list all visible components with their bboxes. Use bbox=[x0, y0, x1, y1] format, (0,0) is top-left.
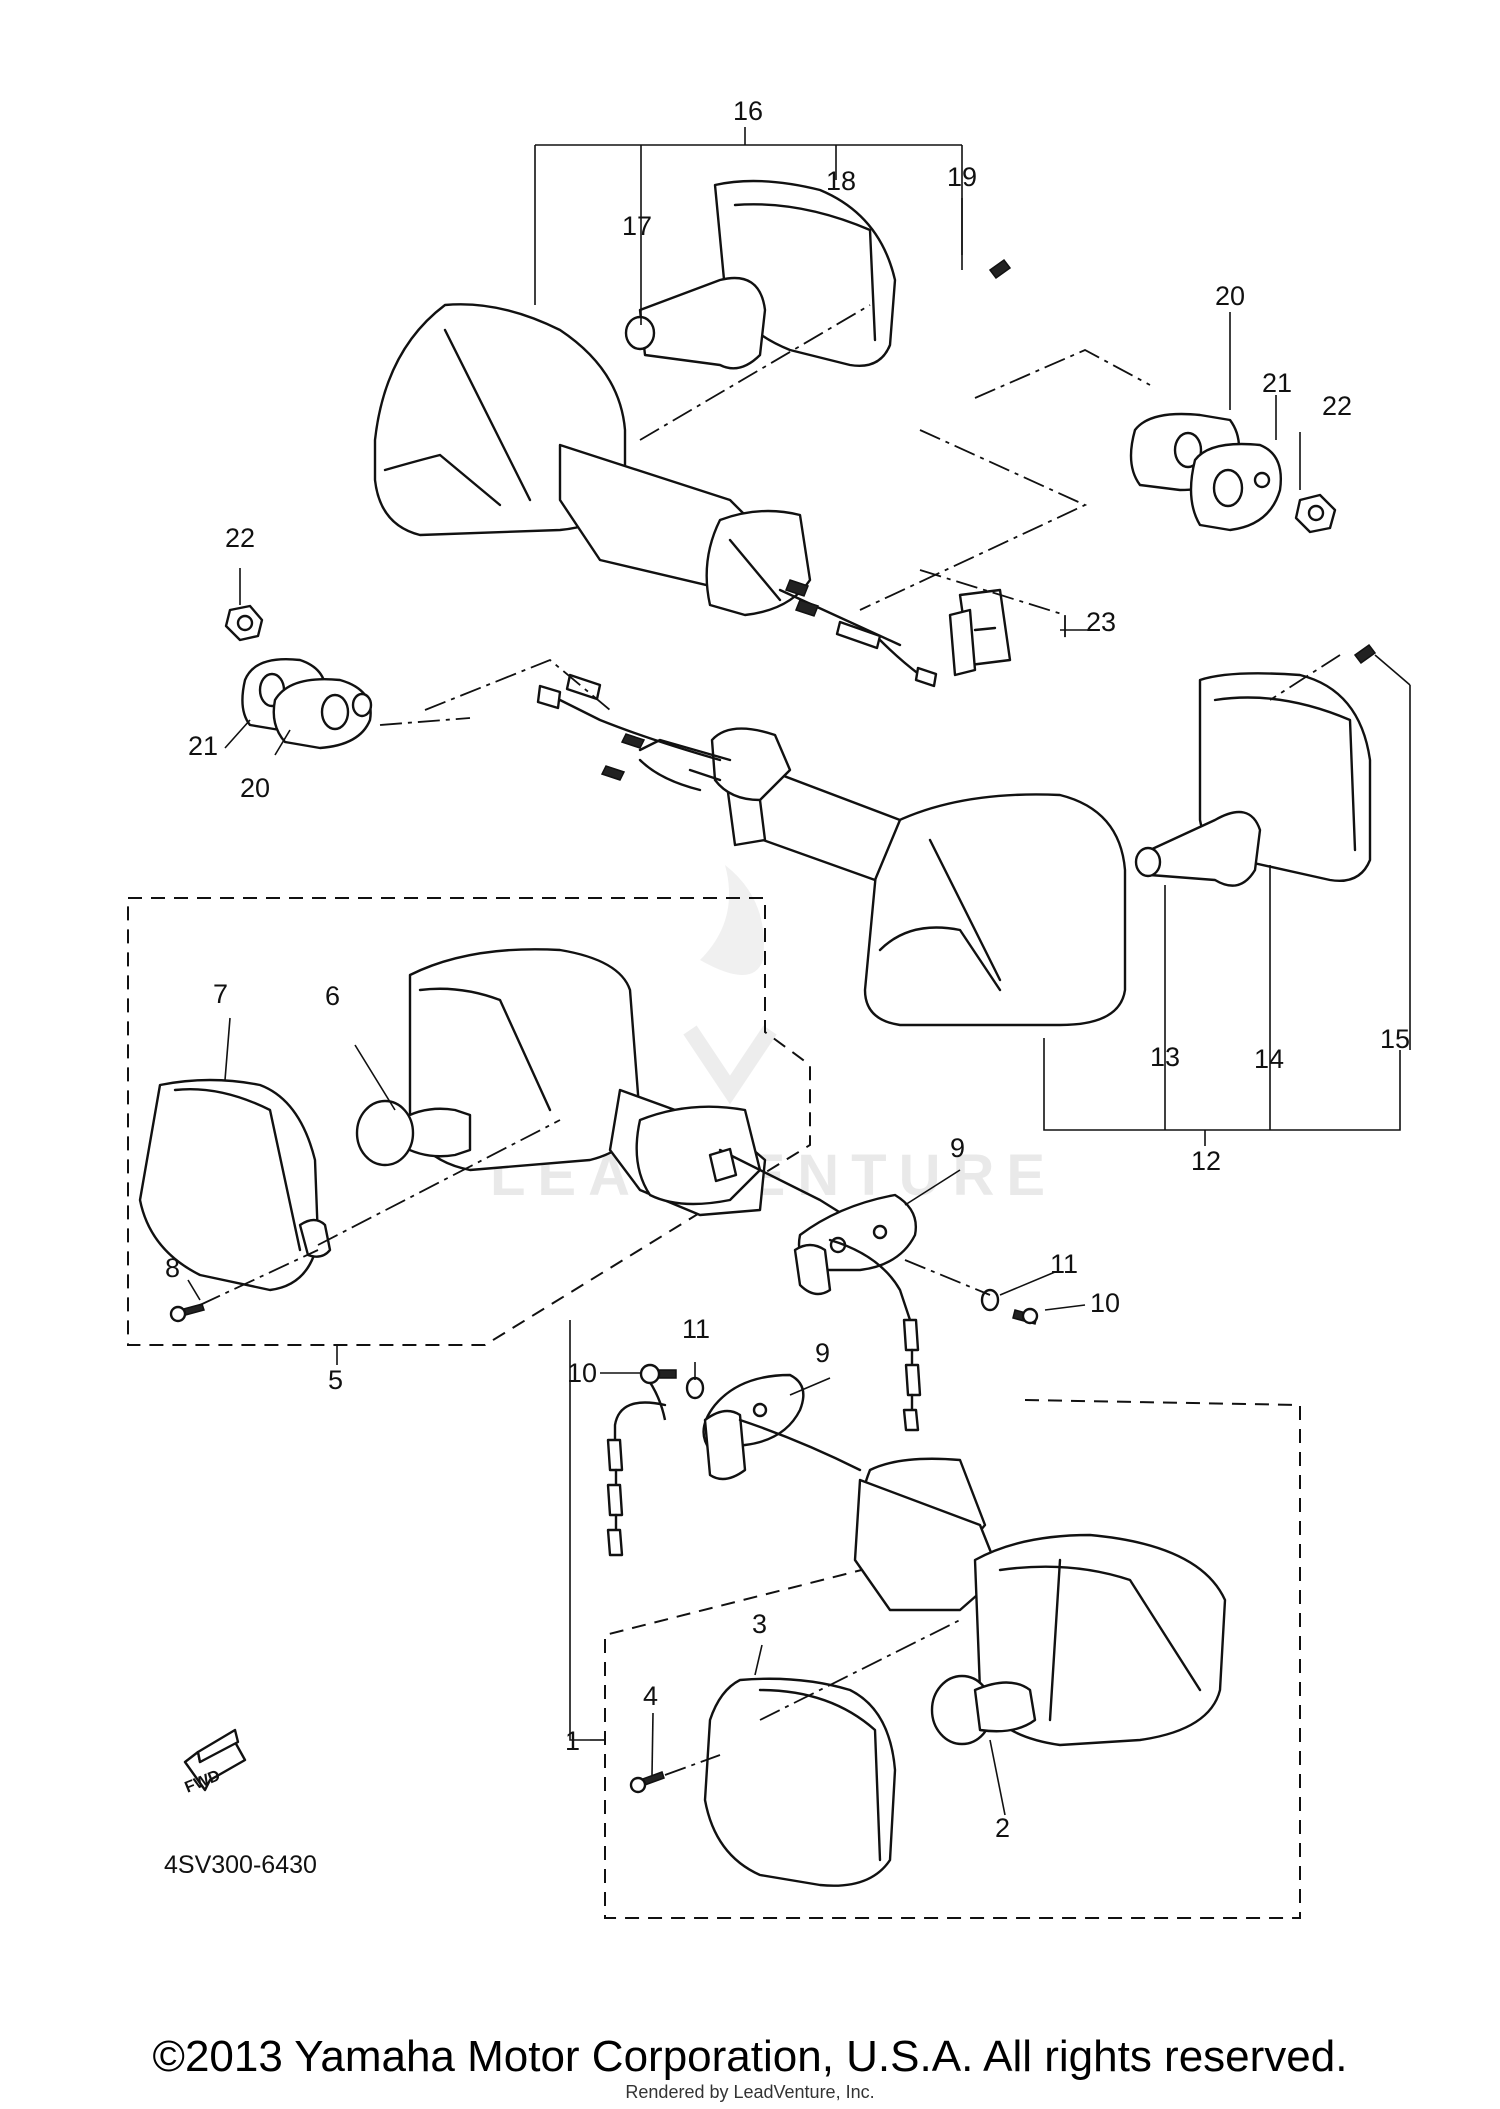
callout-14: 14 bbox=[1254, 1044, 1284, 1074]
callout-21-left: 21 bbox=[188, 731, 218, 761]
callout-9-lower: 9 bbox=[815, 1338, 830, 1368]
callout-1: 1 bbox=[565, 1726, 580, 1756]
callout-5: 5 bbox=[328, 1365, 343, 1395]
callout-23: 23 bbox=[1086, 607, 1116, 637]
callout-6: 6 bbox=[325, 981, 340, 1011]
lens-14-bulb-13 bbox=[1134, 643, 1377, 887]
copyright-notice: ©2013 Yamaha Motor Corporation, U.S.A. A… bbox=[152, 2032, 1348, 2081]
callout-20-left: 20 bbox=[240, 773, 270, 803]
callout-13: 13 bbox=[1150, 1042, 1180, 1072]
callout-17: 17 bbox=[622, 211, 652, 241]
callout-2: 2 bbox=[995, 1813, 1010, 1843]
callout-22-left: 22 bbox=[225, 523, 255, 553]
callout-9-upper: 9 bbox=[950, 1133, 965, 1163]
lens-18-bulb-17 bbox=[624, 179, 1012, 370]
callout-21-right: 21 bbox=[1262, 368, 1292, 398]
fwd-arrow-icon: FWD bbox=[183, 1728, 247, 1797]
grommet-set-left bbox=[224, 604, 373, 750]
turn-signal-assembly-5 bbox=[127, 897, 862, 1346]
callout-20-right: 20 bbox=[1215, 281, 1245, 311]
turn-signal-assembly-1 bbox=[604, 1399, 1301, 1919]
callout-8: 8 bbox=[165, 1253, 180, 1283]
turn-signal-assembly-16 bbox=[373, 303, 938, 688]
callout-7: 7 bbox=[213, 979, 228, 1009]
grommet-set-right bbox=[1129, 412, 1337, 534]
plate-9-upper bbox=[793, 1193, 1039, 1432]
leader-lines bbox=[187, 127, 1411, 1816]
callout-15: 15 bbox=[1380, 1024, 1410, 1054]
callout-labels: 16 18 19 17 20 21 22 22 23 21 20 7 6 13 … bbox=[164, 96, 1410, 1879]
callout-10-lower: 10 bbox=[567, 1358, 597, 1388]
figure-code: 4SV300-6430 bbox=[164, 1851, 317, 1879]
bracket-23 bbox=[948, 588, 1012, 677]
callout-16: 16 bbox=[733, 96, 763, 126]
callout-4: 4 bbox=[643, 1681, 658, 1711]
callout-19: 19 bbox=[947, 162, 977, 192]
rendered-by-notice: Rendered by LeadVenture, Inc. bbox=[625, 2082, 875, 2102]
turn-signal-assembly-12 bbox=[536, 673, 1127, 1027]
callout-12: 12 bbox=[1191, 1146, 1221, 1176]
alignment-lines-upper bbox=[379, 304, 1341, 726]
callout-11-lower: 11 bbox=[682, 1314, 710, 1344]
callout-3: 3 bbox=[752, 1609, 767, 1639]
plate-9-lower bbox=[606, 1363, 862, 1557]
callout-10-upper: 10 bbox=[1090, 1288, 1120, 1318]
callout-18: 18 bbox=[826, 166, 856, 196]
callout-11-upper: 11 bbox=[1050, 1249, 1078, 1279]
callout-22-right: 22 bbox=[1322, 391, 1352, 421]
